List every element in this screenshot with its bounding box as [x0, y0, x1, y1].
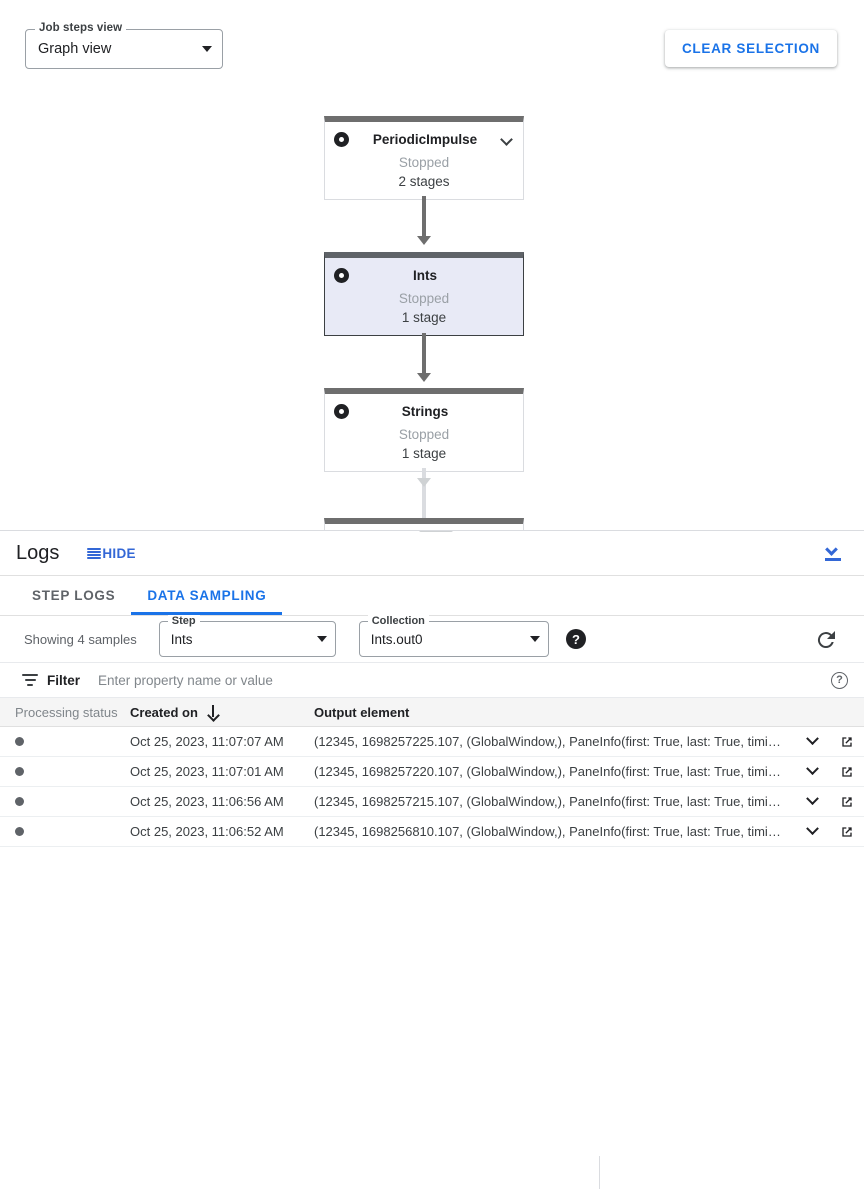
stop-circle-icon: [334, 131, 349, 147]
graph-node-status: Stopped: [398, 291, 450, 306]
graph-edge: [422, 468, 426, 518]
logs-tabs: STEP LOGS DATA SAMPLING: [0, 576, 864, 616]
graph-node-stages: 1 stage: [401, 446, 447, 461]
sort-descending-icon[interactable]: [208, 705, 219, 719]
graph-node-strings[interactable]: Strings Stopped 1 stage: [324, 388, 524, 472]
status-dot-icon: [15, 767, 24, 776]
chevron-down-icon: [501, 405, 514, 418]
chevron-down-icon[interactable]: [501, 133, 514, 146]
table-header-row: Processing status Created on Output elem…: [0, 698, 864, 727]
graph-node-title: Strings: [401, 403, 449, 419]
column-header-created-on[interactable]: Created on: [130, 705, 314, 720]
filter-help-icon[interactable]: ?: [831, 671, 848, 689]
output-element-cell: (12345, 1698257220.107, (GlobalWindow,),…: [314, 764, 794, 779]
graph-node-title: PeriodicImpulse: [372, 131, 478, 147]
created-on-cell: Oct 25, 2023, 11:06:52 AM: [130, 824, 284, 839]
collection-select-label: Collection: [367, 615, 429, 627]
column-header-created-on-label: Created on: [130, 704, 198, 720]
list-lines-icon: [87, 547, 102, 560]
toolbar-divider: [599, 1156, 600, 1189]
graph-node-stages: 1 stage: [401, 310, 447, 325]
tab-data-sampling[interactable]: DATA SAMPLING: [131, 576, 283, 615]
graph-node-status: Stopped: [398, 155, 450, 170]
chevron-down-icon: [202, 46, 212, 52]
graph-node-title: Ints: [412, 267, 437, 283]
graph-node-stages: 2 stages: [398, 174, 450, 189]
graph-edge: [422, 333, 426, 375]
stop-circle-icon: [334, 267, 349, 283]
refresh-icon[interactable]: [814, 628, 838, 652]
open-in-new-icon[interactable]: [830, 734, 864, 750]
table-row[interactable]: Oct 25, 2023, 11:07:07 AM (12345, 169825…: [0, 727, 864, 757]
collection-help-icon[interactable]: ?: [566, 629, 586, 649]
created-on-cell: Oct 25, 2023, 11:07:01 AM: [130, 764, 284, 779]
expand-row-icon[interactable]: [794, 762, 830, 776]
output-element-cell: (12345, 1698257225.107, (GlobalWindow,),…: [314, 734, 794, 749]
processing-status-cell: [0, 827, 130, 836]
job-steps-view-label: Job steps view: [35, 22, 127, 34]
stop-circle-icon: [334, 403, 349, 419]
collapse-panel-icon[interactable]: [822, 543, 846, 565]
graph-node-status: Stopped: [398, 427, 450, 442]
processing-status-cell: [0, 737, 130, 746]
hide-logs-label: HIDE: [102, 546, 136, 561]
graph-edge-arrow: [417, 236, 431, 245]
status-dot-icon: [15, 797, 24, 806]
filter-input[interactable]: [96, 671, 821, 689]
status-dot-icon: [15, 737, 24, 746]
expand-row-icon[interactable]: [794, 822, 830, 836]
open-in-new-icon[interactable]: [830, 824, 864, 840]
collection-select-wrapper: Collection Ints.out0: [358, 615, 549, 657]
graph-edge-arrow: [417, 478, 431, 487]
sampling-controls-bar: Showing 4 samples Step Ints Collection I…: [0, 615, 864, 663]
step-select-value: Ints: [170, 631, 193, 647]
job-steps-view-value: Graph view: [38, 41, 112, 57]
collection-select-value: Ints.out0: [370, 631, 423, 647]
chevron-down-icon: [316, 636, 327, 642]
chevron-down-icon: [501, 269, 514, 282]
chevron-down-icon: [529, 636, 540, 642]
open-in-new-icon[interactable]: [830, 794, 864, 810]
output-element-cell: (12345, 1698257215.107, (GlobalWindow,),…: [314, 794, 794, 809]
table-row[interactable]: Oct 25, 2023, 11:06:52 AM (12345, 169825…: [0, 817, 864, 847]
processing-status-cell: [0, 767, 130, 776]
panel-divider: [0, 530, 864, 531]
column-header-output-element[interactable]: Output element: [314, 704, 410, 720]
processing-status-cell: [0, 797, 130, 806]
samples-table-body: Oct 25, 2023, 11:07:07 AM (12345, 169825…: [0, 727, 864, 847]
step-select[interactable]: Step Ints: [158, 615, 336, 657]
expand-row-icon[interactable]: [794, 792, 830, 806]
open-in-new-icon[interactable]: [830, 764, 864, 780]
logs-title: Logs: [16, 542, 60, 564]
tab-step-logs[interactable]: STEP LOGS: [32, 588, 116, 603]
expand-row-icon[interactable]: [794, 732, 830, 746]
column-header-processing-status[interactable]: Processing status: [15, 704, 118, 720]
table-row[interactable]: Oct 25, 2023, 11:06:56 AM (12345, 169825…: [0, 787, 864, 817]
filter-bar: Filter ?: [0, 663, 864, 698]
created-on-cell: Oct 25, 2023, 11:06:56 AM: [130, 794, 284, 809]
logs-panel: Logs HIDE STEP LOGS DATA SAMPLING Showin…: [0, 532, 864, 1189]
filter-label: Filter: [47, 672, 81, 688]
step-select-wrapper: Step Ints: [158, 615, 336, 657]
filter-icon: [22, 674, 38, 686]
job-graph-panel: Job steps view Graph view CLEAR SELECTIO…: [0, 0, 864, 531]
table-row[interactable]: Oct 25, 2023, 11:07:01 AM (12345, 169825…: [0, 757, 864, 787]
collection-select[interactable]: Collection Ints.out0: [358, 615, 549, 657]
job-steps-view-select[interactable]: Job steps view Graph view: [25, 22, 223, 69]
clear-selection-button[interactable]: CLEAR SELECTION: [664, 30, 837, 67]
logs-header: Logs HIDE: [0, 532, 864, 576]
graph-edge-arrow: [417, 373, 431, 382]
graph-edge: [422, 196, 426, 238]
graph-node-periodicimpulse[interactable]: PeriodicImpulse Stopped 2 stages: [324, 116, 524, 200]
status-dot-icon: [15, 827, 24, 836]
output-element-cell: (12345, 1698256810.107, (GlobalWindow,),…: [314, 824, 794, 839]
hide-logs-button[interactable]: HIDE: [87, 546, 136, 561]
graph-node-ints[interactable]: Ints Stopped 1 stage: [324, 252, 524, 336]
step-select-label: Step: [167, 615, 200, 627]
created-on-cell: Oct 25, 2023, 11:07:07 AM: [130, 734, 284, 749]
showing-samples-text: Showing 4 samples: [24, 631, 137, 647]
